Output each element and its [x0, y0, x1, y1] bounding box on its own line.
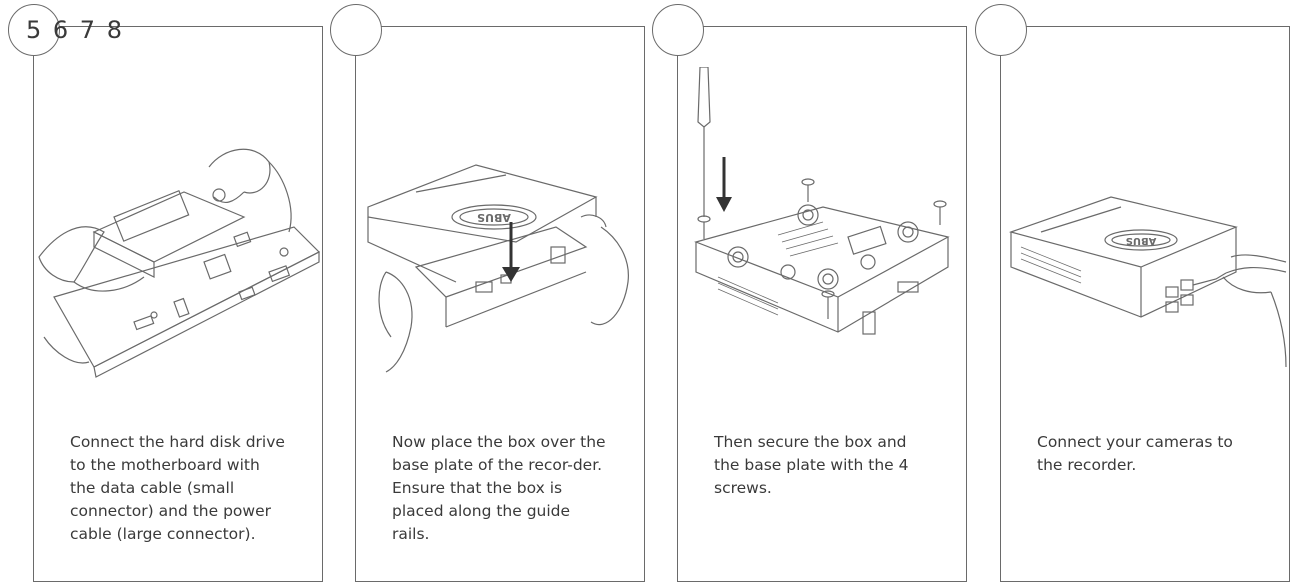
brand-logo: ABUS: [477, 211, 511, 224]
step-circle-3: [652, 4, 704, 56]
step-caption-1: Connect the hard disk drive to the mothe…: [70, 433, 285, 543]
step-panel-2: ABUS Now place the box over the base pla…: [355, 26, 645, 582]
step-caption-4: Connect your cameras to the recorder.: [1037, 433, 1233, 474]
step-circle-4: [975, 4, 1027, 56]
step-circle-1: [8, 4, 60, 56]
step-panel-4: ABUS Connect your cameras to the recorde…: [1000, 26, 1290, 582]
illustration-hdd-connection: [34, 67, 322, 407]
brand-logo-2: ABUS: [1126, 235, 1157, 246]
step-panel-3: Then secure the box and the base plate w…: [677, 26, 967, 582]
illustration-place-box: ABUS: [356, 67, 644, 407]
step-circle-2: [330, 4, 382, 56]
step-numbers: 5 6 7 8: [26, 16, 124, 44]
step-caption-3: Then secure the box and the base plate w…: [714, 433, 909, 497]
illustration-connect-cameras: ABUS: [1001, 67, 1289, 407]
illustration-secure-screws: [678, 67, 966, 407]
step-caption-2: Now place the box over the base plate of…: [392, 433, 606, 543]
step-panel-1: Connect the hard disk drive to the mothe…: [33, 26, 323, 582]
